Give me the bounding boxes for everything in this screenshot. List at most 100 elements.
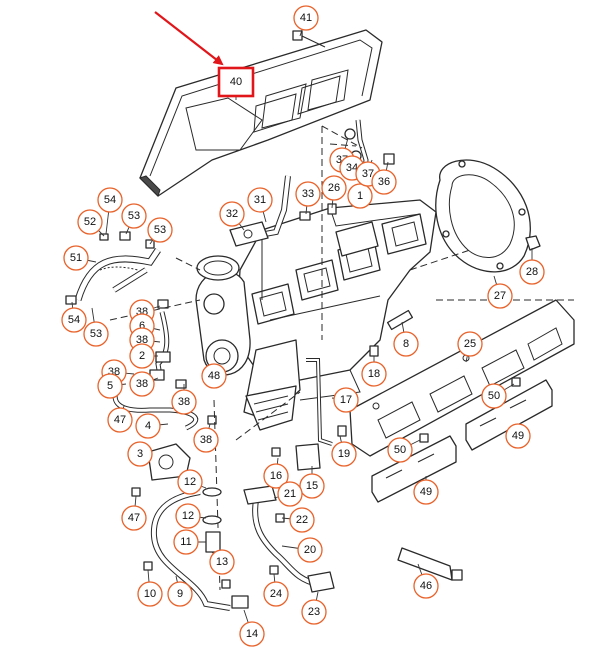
callout-label: 50	[488, 390, 500, 402]
callout-label: 21	[284, 488, 296, 500]
callout-circle	[297, 537, 323, 563]
callout-circle	[97, 187, 123, 213]
callout-circle	[219, 201, 245, 227]
callout-label: 37	[362, 168, 374, 180]
callout-circle	[193, 427, 219, 453]
callout-label: 22	[296, 514, 308, 526]
callout-label: 53	[154, 224, 166, 236]
wastegate-hose-drawing	[109, 299, 221, 591]
callout-circle	[277, 481, 303, 507]
callout-1: 1	[347, 183, 373, 209]
callout-circle	[135, 413, 161, 439]
callout-12a: 12	[177, 469, 203, 495]
callout-label: 14	[246, 628, 258, 640]
callout-54b: 54	[61, 307, 87, 333]
callout-38d: 38	[129, 371, 155, 397]
callout-circle	[247, 187, 273, 213]
callout-circle	[209, 549, 235, 575]
callout-label: 52	[84, 216, 96, 228]
callout-circle	[173, 529, 199, 555]
callout-label: 38	[178, 396, 190, 408]
callout-circle	[83, 321, 109, 347]
callout-label: 24	[270, 588, 282, 600]
oil-pipe-31-drawing	[229, 175, 311, 247]
callout-circle	[171, 389, 197, 415]
callout-48: 48	[201, 363, 227, 389]
callout-28: 28	[519, 259, 545, 285]
callout-label: 46	[420, 580, 432, 592]
callout-5: 5	[97, 373, 123, 399]
callout-label: 38	[136, 378, 148, 390]
callout-label: 19	[338, 448, 350, 460]
callout-21: 21	[277, 481, 303, 507]
fasteners-drawing	[327, 203, 541, 443]
callout-circle	[127, 441, 153, 467]
callout-label: 20	[304, 544, 316, 556]
callout-label: 23	[308, 606, 320, 618]
callout-label: 49	[420, 486, 432, 498]
callout-label: 36	[378, 176, 390, 188]
callout-25: 25	[457, 331, 483, 357]
callout-49a: 49	[505, 423, 531, 449]
callout-23: 23	[301, 599, 327, 625]
callout-27: 27	[487, 283, 513, 309]
callout-circle	[299, 473, 325, 499]
callout-circle	[519, 259, 545, 285]
callout-22: 22	[289, 507, 315, 533]
bracket-49-drawing	[371, 379, 553, 503]
callout-circle	[347, 183, 373, 209]
callout-53c: 53	[83, 321, 109, 347]
callout-circle	[505, 423, 531, 449]
callout-8: 8	[393, 331, 419, 357]
callout-19: 19	[331, 441, 357, 467]
callout-circle	[487, 283, 513, 309]
callout-label: 27	[494, 290, 506, 302]
callout-circle	[201, 363, 227, 389]
callout-13: 13	[209, 549, 235, 575]
callout-4: 4	[135, 413, 161, 439]
callout-51: 51	[63, 245, 89, 271]
callout-circle	[129, 371, 155, 397]
callout-14: 14	[239, 621, 265, 647]
callout-circle	[371, 169, 397, 195]
callout-circle	[107, 407, 133, 433]
callout-label: 2	[139, 350, 145, 362]
callout-label: 33	[302, 188, 314, 200]
callout-20: 20	[297, 537, 323, 563]
callout-label: 18	[368, 368, 380, 380]
callout-label: 31	[254, 194, 266, 206]
callout-38e: 38	[171, 389, 197, 415]
callout-label: 6	[139, 320, 145, 332]
callout-9: 9	[167, 581, 193, 607]
callout-circle	[167, 581, 193, 607]
callout-circle	[393, 331, 419, 357]
callout-circle	[333, 387, 359, 413]
callout-circle	[481, 383, 507, 409]
callout-label: 54	[68, 314, 80, 326]
oil-return-pipe-drawing	[131, 487, 249, 611]
callout-circle	[121, 203, 147, 229]
callout-50a: 50	[481, 383, 507, 409]
callout-circle	[263, 463, 289, 489]
callout-18: 18	[361, 361, 387, 387]
sealant-tube-46-drawing	[397, 547, 463, 581]
callout-11: 11	[173, 529, 199, 555]
callout-circle	[77, 209, 103, 235]
callout-15: 15	[299, 473, 325, 499]
callout-label: 12	[184, 476, 196, 488]
callout-circle	[121, 505, 147, 531]
callout-label: 47	[128, 512, 140, 524]
callout-circle	[263, 581, 289, 607]
callout-label: 38	[136, 334, 148, 346]
callout-label: 15	[306, 480, 318, 492]
callout-16: 16	[263, 463, 289, 489]
callout-circle	[289, 507, 315, 533]
callout-24: 24	[263, 581, 289, 607]
pointer-arrow	[154, 11, 224, 66]
callout-label: 8	[403, 338, 409, 350]
callout-circle	[413, 479, 439, 505]
callout-31: 31	[247, 187, 273, 213]
callout-label: 17	[340, 394, 352, 406]
callout-circle	[177, 469, 203, 495]
